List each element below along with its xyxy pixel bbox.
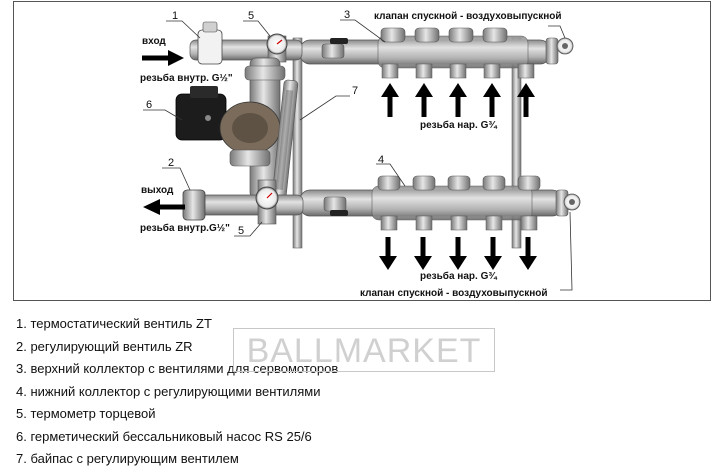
inlet-label: вход xyxy=(142,36,166,47)
bottom-supply-arrows xyxy=(379,237,537,270)
top-manifold xyxy=(299,35,551,69)
thermostatic-valve-zt xyxy=(197,21,223,65)
legend-item: 5. термометр торцевой xyxy=(16,406,156,421)
callout-6: 6 xyxy=(146,99,152,111)
outlet-arrow xyxy=(143,199,185,215)
inlet-thread-label: резьба внутр. G½" xyxy=(140,72,233,84)
mounting-bracket-left xyxy=(292,37,303,249)
legend-item: 4. нижний коллектор с регулирующими вент… xyxy=(16,383,321,399)
legend-item: 2. регулирующий вентиль ZR xyxy=(16,338,193,354)
outlet-thread-label: резьба внутр.G½" xyxy=(140,222,230,234)
legend-item: 6. герметический бессальниковый насос RS… xyxy=(16,428,312,444)
top-valve-label: клапан спускной - воздуховыпускной xyxy=(374,11,562,22)
leader-lines xyxy=(143,19,573,291)
manifold-diagram: 1 5 3 6 7 2 4 5 вход резьба внутр. G½" в… xyxy=(140,9,581,299)
callout-5-top: 5 xyxy=(248,10,254,22)
bottom-air-vent-valve xyxy=(555,189,581,217)
regulating-valve-zr xyxy=(182,189,206,221)
bypass-pipe xyxy=(271,79,299,201)
legend-item: 1. термостатический вентиль ZT xyxy=(16,316,212,331)
legend-item: 3. верхний коллектор с вентилями для сер… xyxy=(16,361,339,376)
top-air-vent-valve xyxy=(545,37,574,65)
callout-2: 2 xyxy=(168,157,174,169)
top-ball-valve xyxy=(321,38,348,59)
outlet-label: выход xyxy=(141,185,174,196)
bottom-valve-label: клапан спускной - воздуховыпускной xyxy=(360,288,548,299)
callout-5-bottom: 5 xyxy=(238,225,244,237)
top-outlet-nipples xyxy=(381,63,535,79)
legend-list: 1. термостатический вентиль ZT 2. регули… xyxy=(16,313,716,471)
bottom-valve-heads xyxy=(377,175,541,191)
inlet-arrow xyxy=(142,50,184,66)
top-return-arrows xyxy=(381,83,535,117)
bottom-thread-label: резьба нар. G¾ xyxy=(420,270,497,282)
bottom-ball-valve xyxy=(323,196,348,216)
callout-7: 7 xyxy=(352,85,358,97)
callout-1: 1 xyxy=(172,10,178,22)
top-valve-heads xyxy=(380,27,508,43)
circulation-pump xyxy=(175,86,281,167)
callout-4: 4 xyxy=(378,154,384,166)
watermark: BALLMARKET xyxy=(233,328,495,372)
thermometer-bottom xyxy=(255,179,279,225)
thermometer-top xyxy=(266,33,288,63)
legend-item: 7. байпас с регулирующим вентилем xyxy=(16,451,239,466)
top-thread-label: резьба нар. G¾ xyxy=(420,119,497,131)
bottom-outlet-nipples xyxy=(380,215,538,231)
callout-3: 3 xyxy=(344,9,350,21)
